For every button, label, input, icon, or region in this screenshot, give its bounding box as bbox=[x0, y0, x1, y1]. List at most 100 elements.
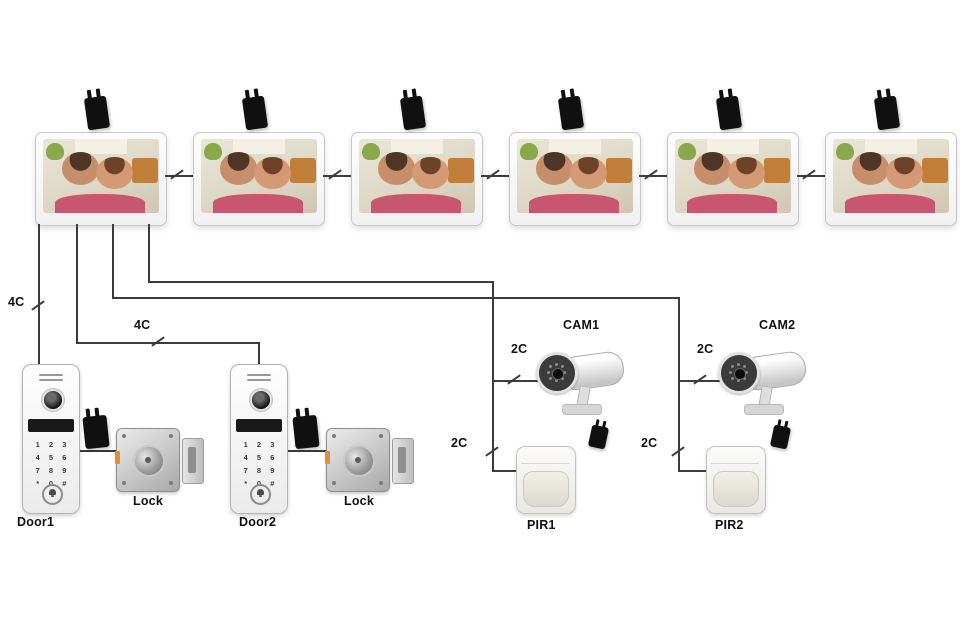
lock-knob-icon bbox=[343, 445, 375, 477]
wire-monitor-door1 bbox=[38, 224, 40, 366]
photo-clothing bbox=[54, 193, 146, 213]
monitor-screen bbox=[43, 139, 159, 213]
plug-prong bbox=[304, 407, 310, 417]
keypad-key[interactable]: 2 bbox=[256, 439, 262, 449]
keypad-key[interactable]: 7 bbox=[35, 465, 40, 475]
plug-prong bbox=[595, 419, 600, 427]
plug-prong bbox=[244, 89, 250, 100]
lock-strike-plate bbox=[392, 438, 414, 484]
plug-prong bbox=[402, 89, 408, 100]
keypad-key[interactable]: 4 bbox=[243, 452, 248, 462]
keypad-key[interactable]: 6 bbox=[270, 452, 275, 462]
wire-label-2c: 2C bbox=[511, 342, 528, 356]
monitor-screen bbox=[833, 139, 949, 213]
wire-label-4c: 4C bbox=[8, 295, 25, 309]
bullet-camera-2 bbox=[718, 336, 822, 451]
photo-plant bbox=[204, 142, 222, 161]
plug-prong bbox=[560, 89, 566, 100]
photo-shelf bbox=[132, 158, 158, 184]
lock-strike-plate bbox=[182, 438, 204, 484]
wire-label-2c: 2C bbox=[451, 436, 468, 450]
keypad-key[interactable]: 9 bbox=[270, 465, 275, 475]
lock-brand-tag bbox=[325, 451, 330, 464]
photo-shelf bbox=[764, 158, 790, 184]
wire-branch-cam2 bbox=[678, 380, 722, 382]
wire-branch-pir1 bbox=[492, 470, 518, 472]
keypad-key[interactable]: # bbox=[270, 478, 275, 488]
photo-window bbox=[707, 139, 759, 154]
plug-prong bbox=[85, 408, 91, 418]
wire-label-4c: 4C bbox=[134, 318, 151, 332]
plug-prong bbox=[569, 88, 575, 98]
photo-plant bbox=[362, 142, 380, 161]
indoor-monitor-6 bbox=[825, 88, 957, 226]
plug-prong bbox=[94, 407, 100, 417]
keypad-key[interactable]: 5 bbox=[48, 452, 54, 462]
door1-label: Door1 bbox=[17, 515, 55, 529]
photo-clothing bbox=[212, 193, 304, 213]
keypad-key[interactable]: 3 bbox=[62, 439, 67, 449]
indoor-monitor-4 bbox=[509, 88, 641, 226]
plug-prong bbox=[876, 89, 882, 100]
keypad-key[interactable]: # bbox=[62, 478, 67, 488]
keypad-key[interactable]: 8 bbox=[48, 465, 54, 475]
photo-person bbox=[96, 156, 134, 190]
doorbell-button[interactable] bbox=[42, 484, 63, 505]
wire-monitor-cam1-drop bbox=[148, 224, 150, 281]
keypad-key[interactable]: 4 bbox=[35, 452, 40, 462]
keypad-key[interactable]: 7 bbox=[243, 465, 248, 475]
camera-lens-icon bbox=[552, 368, 564, 380]
keypad-key[interactable]: * bbox=[36, 478, 40, 488]
screw-icon bbox=[122, 434, 126, 438]
keypad-key[interactable]: * bbox=[244, 478, 248, 488]
power-adapter-icon bbox=[82, 407, 110, 450]
wire-branch-cam1 bbox=[492, 380, 540, 382]
wire-door2-lock2 bbox=[286, 450, 328, 452]
bell-icon bbox=[49, 489, 56, 497]
plug-prong bbox=[411, 88, 417, 98]
keypad-key[interactable]: 2 bbox=[48, 439, 54, 449]
wire-cam2-riser bbox=[678, 297, 680, 472]
keypad-key[interactable]: 0 bbox=[48, 478, 54, 488]
photo-person bbox=[219, 152, 257, 185]
photo-person bbox=[728, 156, 766, 190]
lock1-label: Lock bbox=[133, 494, 163, 508]
wire-label-2c: 2C bbox=[697, 342, 714, 356]
doorbell-button[interactable] bbox=[250, 484, 271, 505]
wire-branch-pir2 bbox=[678, 470, 708, 472]
monitor-screen bbox=[359, 139, 475, 213]
cam1-label: CAM1 bbox=[563, 318, 600, 332]
keypad-key[interactable]: 3 bbox=[270, 439, 275, 449]
wire-monitor2-monitor3 bbox=[323, 175, 351, 177]
lock-brand-tag bbox=[115, 451, 120, 464]
photo-window bbox=[233, 139, 285, 154]
photo-window bbox=[75, 139, 127, 154]
plug-prong bbox=[727, 88, 733, 98]
photo-window bbox=[391, 139, 443, 154]
photo-person bbox=[851, 152, 889, 185]
keypad-key[interactable]: 6 bbox=[62, 452, 67, 462]
monitor-screen bbox=[517, 139, 633, 213]
keypad-key[interactable]: 0 bbox=[256, 478, 262, 488]
bell-icon bbox=[257, 489, 264, 497]
keypad-key[interactable]: 5 bbox=[256, 452, 262, 462]
speaker-grille-icon bbox=[39, 379, 63, 381]
wire-monitor4-monitor5 bbox=[639, 175, 667, 177]
pir-seam bbox=[521, 463, 569, 464]
keypad-key[interactable]: 9 bbox=[62, 465, 67, 475]
photo-window bbox=[865, 139, 917, 154]
door-camera-lens-icon bbox=[42, 389, 64, 411]
keypad-key[interactable]: 8 bbox=[256, 465, 262, 475]
door-camera-lens-icon bbox=[250, 389, 272, 411]
photo-person bbox=[377, 152, 415, 185]
camera-mount-base bbox=[744, 404, 784, 415]
photo-person bbox=[693, 152, 731, 185]
wire-monitor-cam1-run bbox=[148, 281, 494, 283]
power-adapter-icon bbox=[292, 407, 320, 450]
keypad-key[interactable]: 1 bbox=[35, 439, 40, 449]
keypad-key[interactable]: 1 bbox=[243, 439, 248, 449]
